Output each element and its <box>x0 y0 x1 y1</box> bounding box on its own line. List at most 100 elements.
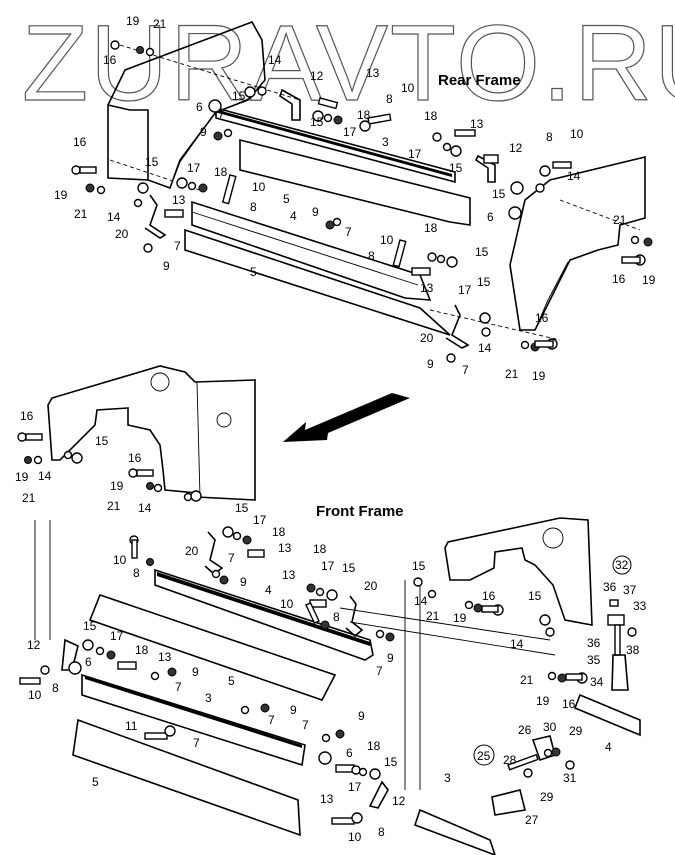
callout: 8 <box>133 566 140 580</box>
callout: 10 <box>570 127 584 141</box>
callout: 17 <box>187 161 201 175</box>
callout: 17 <box>253 513 267 527</box>
callout: 21 <box>520 673 534 687</box>
callout: 15 <box>384 755 398 769</box>
callout: 18 <box>135 643 149 657</box>
callout: 31 <box>563 771 577 785</box>
callout: 17 <box>408 147 422 161</box>
rear-panel-5-lower <box>184 228 451 336</box>
callout: 7 <box>193 736 200 750</box>
callout: 16 <box>482 589 496 603</box>
front-bracket-20-right <box>345 595 364 638</box>
callout: 21 <box>74 207 88 221</box>
front-panel-5-lower <box>72 718 301 837</box>
callout: 21 <box>153 17 167 31</box>
callout: 5 <box>250 265 257 279</box>
callout: 37 <box>623 583 637 597</box>
callout: 9 <box>163 259 170 273</box>
rear-bracket-20-left <box>144 194 167 239</box>
callout: 10 <box>113 553 127 567</box>
callout: 18 <box>214 165 228 179</box>
callout: 18 <box>357 108 371 122</box>
callout: 10 <box>348 830 362 844</box>
rear-panel-5-upper <box>239 138 471 226</box>
front-rail-3 <box>81 673 306 767</box>
callout: 16 <box>73 135 87 149</box>
callout: 19 <box>453 611 467 625</box>
callout: 19 <box>642 273 656 287</box>
callout: 4 <box>605 740 612 754</box>
subassembly-32-label: 32 <box>615 558 629 572</box>
callout: 35 <box>587 653 601 667</box>
callout: 15 <box>492 187 506 201</box>
callout: 13 <box>320 792 334 806</box>
callout: 29 <box>540 790 554 804</box>
callout: 16 <box>535 311 549 325</box>
callout: 10 <box>280 597 294 611</box>
callout: 26 <box>518 723 532 737</box>
callout: 20 <box>364 579 378 593</box>
callout: 20 <box>185 544 199 558</box>
front-rail-3-small <box>413 808 496 855</box>
callout: 12 <box>27 638 41 652</box>
callout: 12 <box>509 141 523 155</box>
callout: 12 <box>310 69 324 83</box>
rear-bracket-20-right <box>445 304 470 349</box>
callout: 11 <box>125 719 138 733</box>
callout: 17 <box>321 559 335 573</box>
callout: 17 <box>348 780 362 794</box>
callout: 8 <box>378 825 385 839</box>
callout: 15 <box>477 275 491 289</box>
callout: 21 <box>107 499 121 513</box>
callout: 13 <box>278 541 292 555</box>
callout: 9 <box>240 575 247 589</box>
callout: 14 <box>268 53 282 67</box>
callout: 19 <box>54 188 68 202</box>
callout: 21 <box>22 491 36 505</box>
callout: 21 <box>613 213 627 227</box>
callout: 14 <box>510 637 524 651</box>
callout: 19 <box>536 694 550 708</box>
front-frame-title: Front Frame <box>316 503 404 520</box>
callout: 14 <box>138 501 152 515</box>
callout: 18 <box>313 542 327 556</box>
callout: 19 <box>110 479 124 493</box>
rear-arm-12-right <box>474 154 496 183</box>
front-right-side-plate <box>444 517 593 626</box>
callout: 12 <box>392 794 406 808</box>
front-left-side-plate <box>47 365 256 501</box>
subassembly-32-marker <box>612 555 632 575</box>
callout: 6 <box>196 100 203 114</box>
front-rail-4-small <box>573 693 641 737</box>
callout: 4 <box>290 209 297 223</box>
front-arm-12-right <box>368 780 389 809</box>
callout: 15 <box>235 501 249 515</box>
callout: 5 <box>283 192 290 206</box>
rear-callouts: 19 21 16 14 12 13 10 8 15 6 7 15 18 17 9… <box>54 14 656 383</box>
callout: 36 <box>603 580 617 594</box>
callout: 18 <box>272 525 286 539</box>
callout: 13 <box>282 568 296 582</box>
callout: 14 <box>478 341 492 355</box>
rear-frame-title: Rear Frame <box>438 72 521 89</box>
callout: 15 <box>95 434 109 448</box>
callout: 15 <box>342 561 356 575</box>
callout: 14 <box>414 594 428 608</box>
callout: 15 <box>83 619 97 633</box>
callout: 21 <box>505 367 519 381</box>
callout: 7 <box>174 239 181 253</box>
front-callouts: 16 15 19 14 21 16 19 21 14 15 17 18 20 7… <box>15 409 647 844</box>
callout: 13 <box>158 650 172 664</box>
callout: 9 <box>312 205 319 219</box>
callout: 8 <box>52 681 59 695</box>
callout: 27 <box>525 813 539 827</box>
callout: 8 <box>386 92 393 106</box>
callout: 9 <box>387 651 394 665</box>
callout: 18 <box>424 221 438 235</box>
callout: 10 <box>28 688 42 702</box>
front-frame-assembly <box>17 365 641 855</box>
callout: 7 <box>462 363 469 377</box>
callout: 3 <box>382 135 389 149</box>
callout: 19 <box>532 369 546 383</box>
watermark: ZURAVTO.RU <box>22 2 675 123</box>
